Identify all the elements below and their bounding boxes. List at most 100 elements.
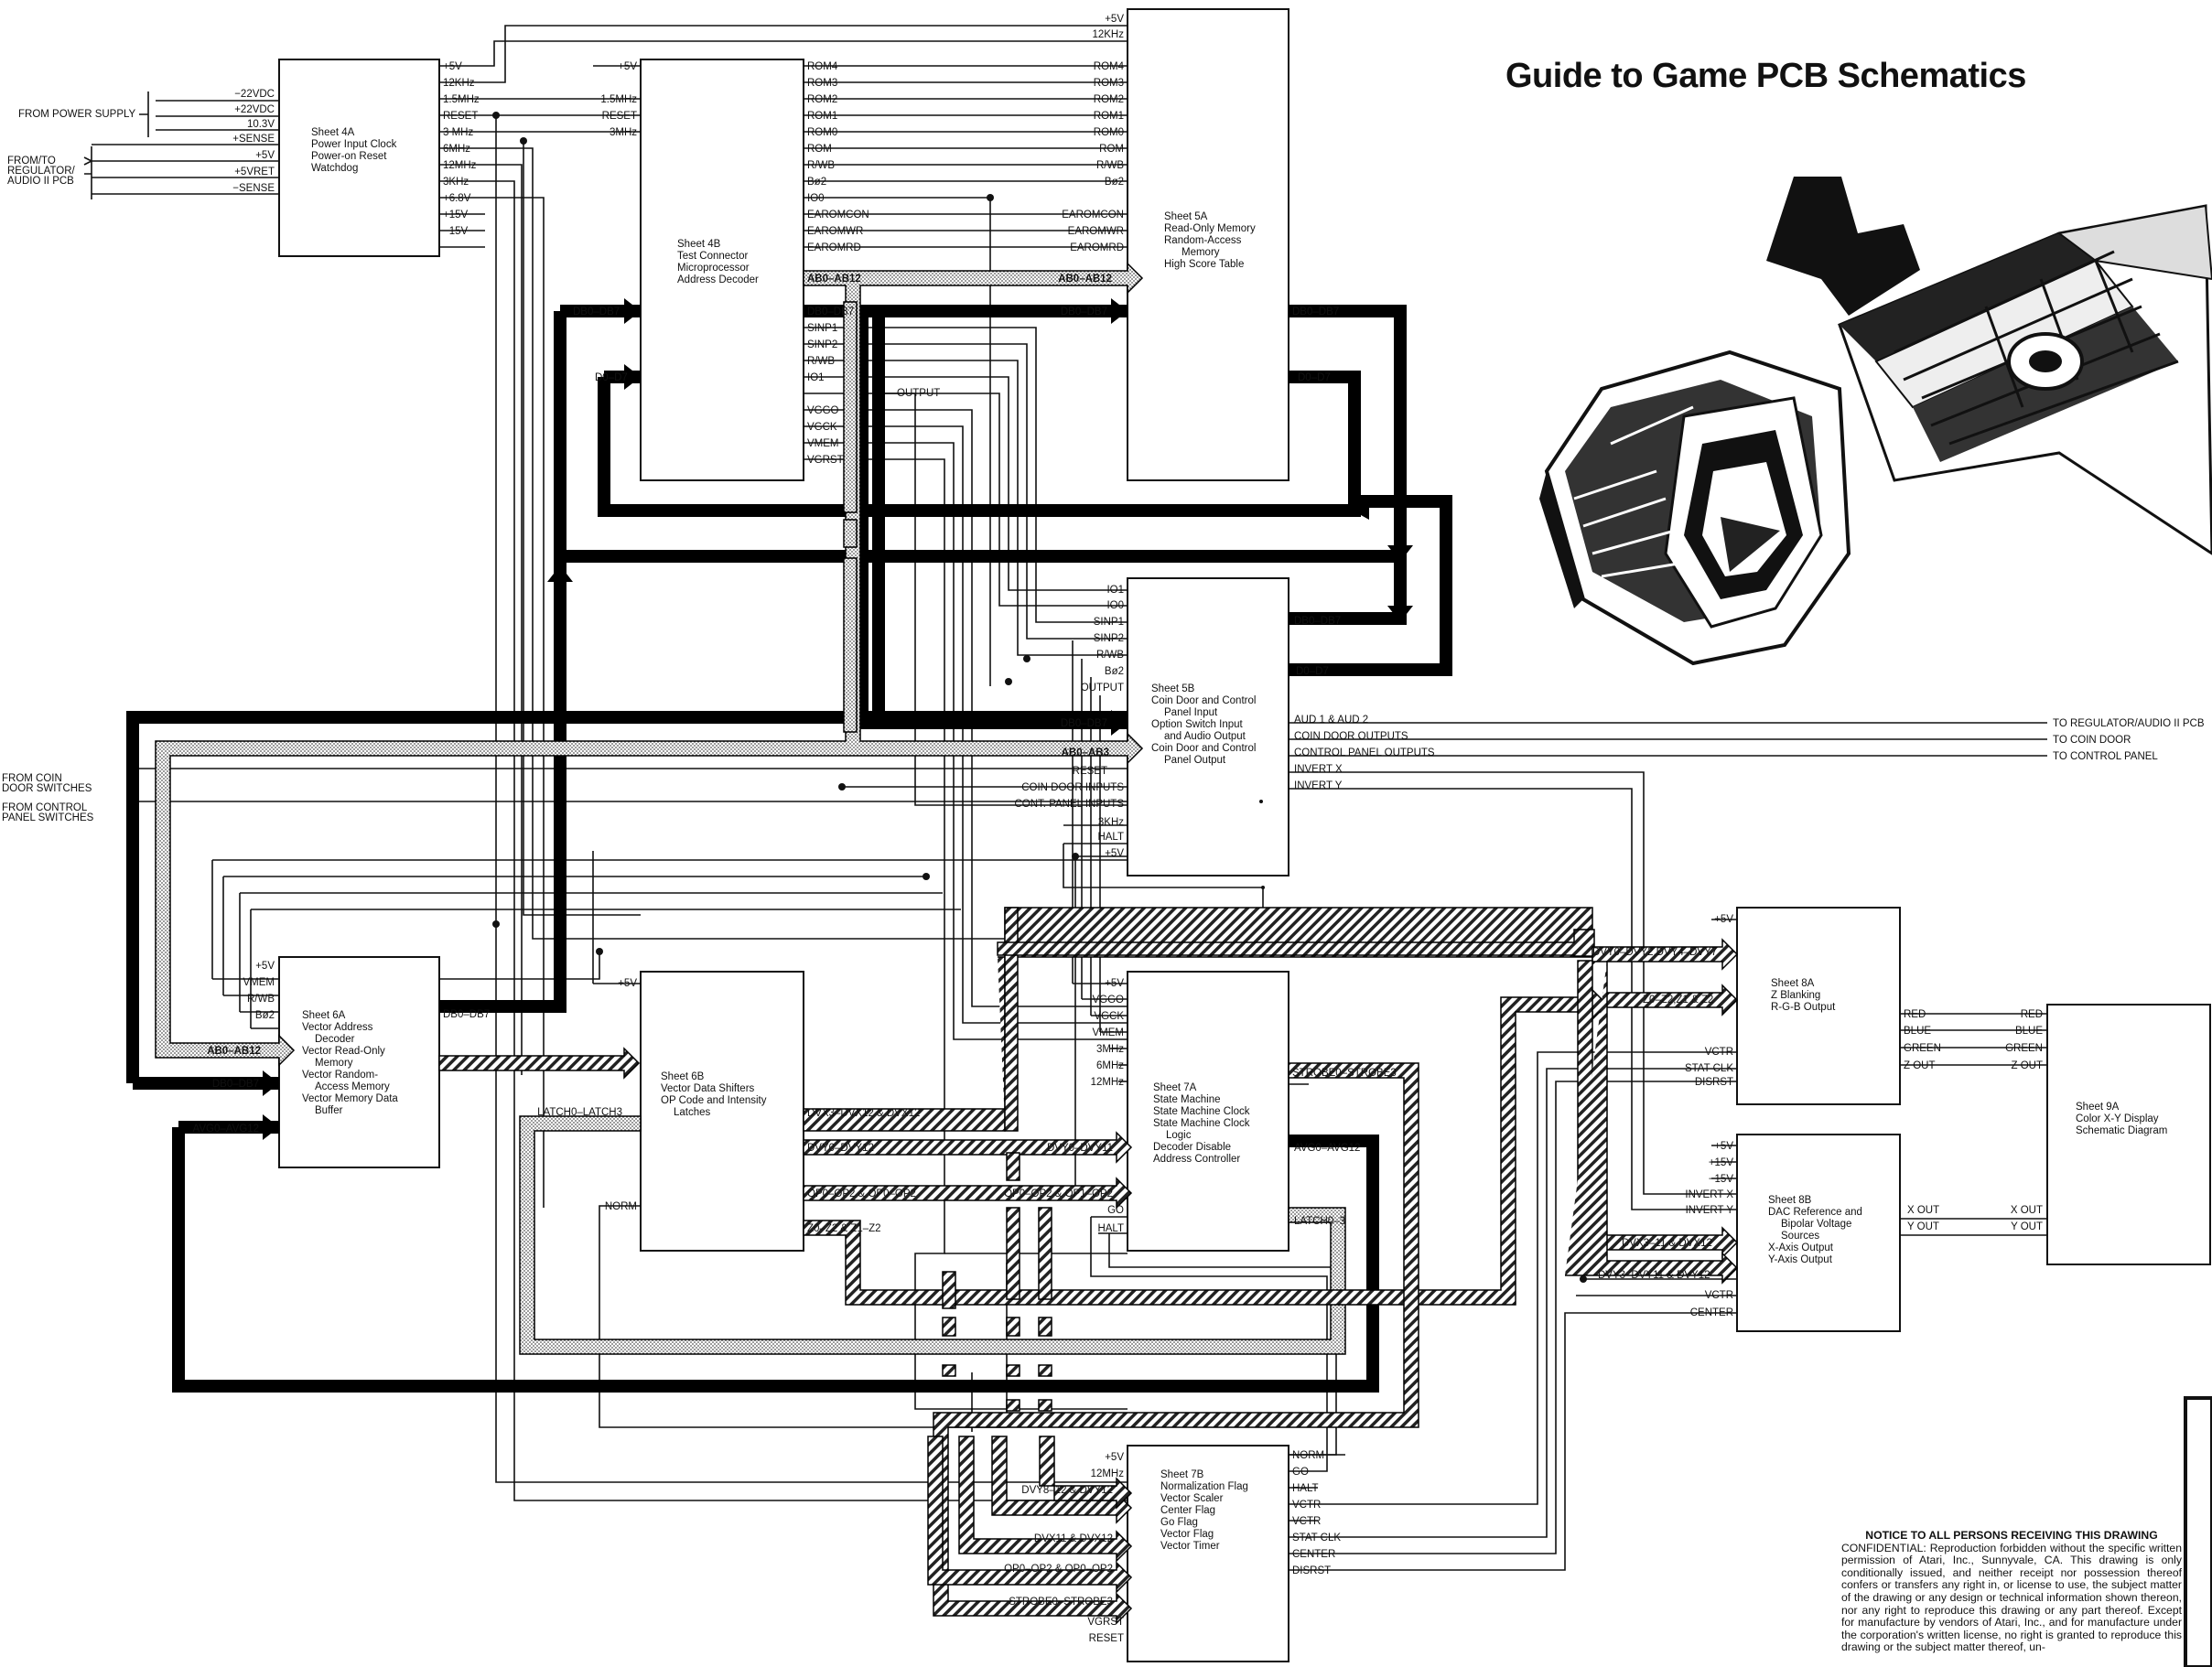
pin-label: GREEN [1904,1043,1941,1054]
confidential-notice: NOTICE TO ALL PERSONS RECEIVING THIS DRA… [1841,1529,2182,1654]
pin-label: OP0–OP2 & OP1–OP2 [1004,1188,1113,1199]
pin-label: VGCK [807,422,837,433]
pin-label: STROBE0–STROBE3 [1009,1597,1113,1608]
pin-label: Bø2 [255,1010,275,1021]
pin-label: DB0–DB7 [807,307,854,317]
pin-label: RESET [443,111,478,122]
pin-label: VGGO [807,405,839,416]
pin-label: DVY0–DVY11 [1047,1143,1113,1154]
pin-label: DVY0–DVY12 [807,1143,874,1154]
pin-label: STROBE0–STROBE3 [1292,1068,1397,1079]
pin-label: ROM0 [807,127,837,138]
pin-label: EAROMWR [807,226,863,237]
pin-label: 3 MHz [443,127,473,138]
pin-label: DVY0–DVY2,DVY4–DVY7 [1592,947,1717,958]
pin-label: CENTER [1292,1549,1335,1560]
pin-label: VGGO [1092,995,1124,1006]
pin-label: VMEM [807,438,839,449]
pin-label: HALT [1097,1223,1124,1234]
pin-label: D0–D7 [1298,372,1331,383]
pin-label: ROM0 [1094,127,1124,138]
pin-label: +5V [1105,978,1124,989]
pin-label: +15V [1709,1157,1734,1168]
pin-label: ROM2 [1094,94,1124,105]
pin-label: Z OUT [1904,1060,1936,1071]
pin-label: Bø2 [807,177,826,188]
spaceship-illustration [1539,177,2212,666]
pin-label: ROM [807,144,832,155]
pin-label: Z OUT [2012,1060,2044,1071]
pin-label: OUTPUT [1081,683,1124,694]
pin-label: DB0–DB7 [1292,307,1339,317]
pin-label: RESET [1073,766,1107,777]
pin-label: LATCH0–3 [1294,1216,1345,1227]
pin-label: AB0–AB12 [807,274,861,285]
pin-label: AVG0–AVG12 [1294,1143,1360,1154]
pin-label: +5V [1105,848,1124,859]
pin-label: RESET [1089,1633,1124,1644]
pin-label: SINP1 [1094,617,1124,628]
pin-label: −15V [443,226,469,237]
pin-label: ROM3 [1094,78,1124,89]
pin-label: 1.5MHz [600,94,637,105]
pin-label: 3KHz [1098,817,1124,828]
pin-label: X OUT [2011,1205,2043,1216]
pin-label: VMEM [1093,1027,1125,1038]
pin-label: +5V [618,61,637,72]
pin-label: AVG0–AVG12 [193,1124,259,1135]
pin-label: IO1 [807,372,825,383]
stray-marks [492,112,2212,1667]
pin-label: AUD 1 & AUD 2 [1294,715,1368,726]
pin-label: 6MHz [443,144,470,155]
pin-label: VCTR [1292,1500,1321,1511]
pin-label: CONT. PANEL INPUTS [1015,799,1125,810]
pin-label: ROM1 [1094,111,1124,122]
pin-label: DB0–DB7 [212,1079,259,1090]
pin-label: BLUE [1904,1026,1931,1037]
sheet-boxes [278,8,2211,1662]
pin-label: SINP2 [807,339,837,350]
pin-label: IO0 [807,193,825,204]
pin-label: −15V [1709,1174,1734,1185]
pin-label: OUTPUT [897,388,940,399]
pin-label: LATCH0–LATCH3 [537,1107,622,1118]
pin-label: VCTR [1705,1047,1733,1058]
pin-label: OP0–OP2 & OP0–OP2 [807,1188,916,1199]
data-buses [126,262,1739,1625]
pin-label: RESET [602,111,637,122]
pin-label: COIN DOOR INPUTS [1021,782,1124,793]
pin-label: INVERT X [1294,764,1343,775]
from-power-supply-label: FROM POWER SUPPLY [18,109,136,120]
sheet-7b-box [1127,1445,1289,1662]
pin-label: X OUT [1907,1205,1939,1216]
pin-label: D0–D7 [595,372,628,383]
pin-label: AB0–AB3 [1062,747,1109,758]
pin-label: DB0–DB7 [443,1009,490,1020]
signal-wires [92,25,2047,1571]
pin-label: ROM3 [807,78,837,89]
sheet-6b-box [640,971,804,1252]
sheet-9a-box [2046,1004,2211,1265]
pin-label: COIN DOOR OUTPUTS [1294,731,1408,742]
pin-label: INVERT Y [1294,780,1343,791]
pin-label: Bø2 [1105,177,1124,188]
sheet-6a-box [278,956,440,1168]
pin-label: GO [1292,1467,1309,1478]
pin-label: +5V [443,61,462,72]
pin-label: 10.3V [247,119,275,130]
pin-label: IO1 [1106,585,1124,596]
pin-label: DB0–DB7 [573,307,620,317]
pin-label: DISRST [1292,1565,1331,1576]
pin-label: RED [1904,1009,1926,1020]
pin-label: −SENSE [232,183,275,194]
pin-label: NORM [605,1201,637,1212]
